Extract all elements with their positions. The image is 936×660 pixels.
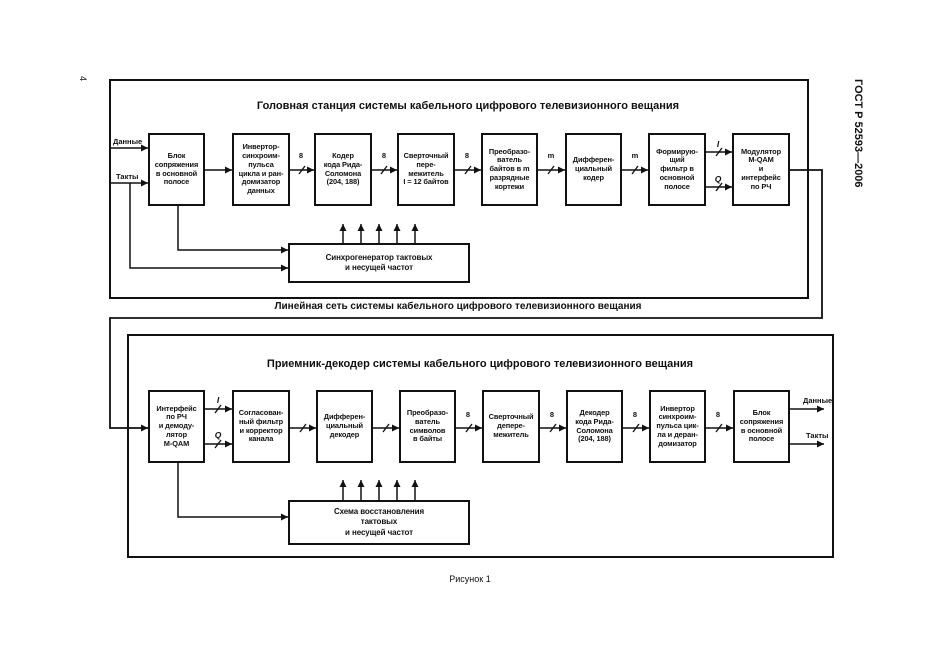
rx-clock-output-label: Такты xyxy=(806,431,829,440)
tx-block-label: Преобразо- ватель байтов в m разрядные к… xyxy=(488,146,531,191)
tx-bus-slash-6-7 xyxy=(631,165,639,175)
page-number: 4 xyxy=(78,76,88,82)
rx-bus-label: 8 xyxy=(549,410,555,419)
rx-block-rs-decoder: Декодер кода Рида- Соломона (204, 188) xyxy=(566,390,623,463)
tx-block-differential-encoder: Дифферен- циальный кодер xyxy=(565,133,622,206)
tx-block-rs-encoder: Кодер кода Рида- Соломона (204, 188) xyxy=(314,133,372,206)
rx-clock-carrier-recovery: Схема восстановления тактовых и несущей … xyxy=(288,500,470,545)
tx-block-qam-modulator: Модулятор M-QAM и интерфейс по РЧ xyxy=(732,133,790,206)
rx-demodulator-to-sync-connector xyxy=(177,463,288,521)
tx-block-baseband-interface: Блок сопряжения в основной полосе xyxy=(148,133,205,206)
tx-block-label: Модулятор M-QAM и интерфейс по РЧ xyxy=(740,146,782,191)
tx-sync-generator-label: Синхрогенератор тактовых и несущей часто… xyxy=(325,252,433,273)
rx-block-label: Согласован- ный фильтр и корректор канал… xyxy=(238,408,284,444)
rx-block-matched-filter-equalizer: Согласован- ный фильтр и корректор канал… xyxy=(232,390,290,463)
rx-bus-label: 8 xyxy=(632,410,638,419)
tx-bus-slash-2-3 xyxy=(298,165,306,175)
tx-block-baseband-shaping-filter: Формирую- щий фильтр в основной полосе xyxy=(648,133,706,206)
transmitter-title: Головная станция системы кабельного цифр… xyxy=(256,100,680,112)
tx-block-label: Кодер кода Рида- Соломона (204, 188) xyxy=(323,151,363,187)
rx-block-label: Сверточный депере- межитель xyxy=(488,412,534,439)
tx-block-byte-to-m-tuple-converter: Преобразо- ватель байтов в m разрядные к… xyxy=(481,133,538,206)
tx-sync-generator: Синхрогенератор тактовых и несущей часто… xyxy=(288,243,470,283)
rx-i-label: I xyxy=(216,395,220,405)
tx-bus-slash-4-5 xyxy=(464,165,472,175)
tx-bus-slash-q xyxy=(715,182,723,192)
rx-block-convolutional-deinterleaver: Сверточный депере- межитель xyxy=(482,390,540,463)
rx-bus-slash-7-8 xyxy=(715,423,723,433)
rx-block-label: Дифферен- циальный декодер xyxy=(323,412,366,439)
rx-block-label: Блок сопряжения в основной полосе xyxy=(739,408,784,444)
tx-block-label: Блок сопряжения в основной полосе xyxy=(154,151,199,187)
receiver-frame xyxy=(127,334,834,558)
standard-id: ГОСТ Р 52593—2006 xyxy=(852,79,864,188)
rx-bus-slash-q xyxy=(214,439,222,449)
tx-data-input-label: Данные xyxy=(113,137,143,146)
rx-bus-slash-4-5 xyxy=(465,423,473,433)
rx-clock-carrier-recovery-label: Схема восстановления тактовых и несущей … xyxy=(333,506,425,537)
rx-bus-label: 8 xyxy=(715,410,721,419)
rx-block-label: Интерфейс по РЧ и демоду- лятор M-QAM xyxy=(156,403,197,448)
rx-block-sync-inverter-derandomizer: Инвертор синхроим- пульса цик- ла и дера… xyxy=(649,390,706,463)
tx-block-label: Инвертор- синхроим- пульса цикла и ран- … xyxy=(238,142,284,195)
rx-block-label: Преобразо- ватель символов в байты xyxy=(406,408,449,444)
receiver-title: Приемник-декодер системы кабельного цифр… xyxy=(266,358,694,370)
rx-bus-slash-3-4 xyxy=(382,423,390,433)
tx-i-label: I xyxy=(716,139,720,149)
tx-clock-input-label: Такты xyxy=(116,172,139,181)
rx-bus-slash-2-3 xyxy=(299,423,307,433)
tx-bus-slash-i xyxy=(715,147,723,157)
tx-block-convolutional-interleaver: Сверточный пере- межитель I = 12 байтов xyxy=(397,133,455,206)
transmitter-frame xyxy=(109,79,809,299)
tx-bus-label: m xyxy=(547,151,555,160)
cable-network-link xyxy=(109,169,823,432)
figure-caption: Рисунок 1 xyxy=(449,574,491,584)
tx-q-label: Q xyxy=(714,174,722,184)
tx-bus-slash-3-4 xyxy=(380,165,388,175)
tx-bus-label: 8 xyxy=(381,151,387,160)
tx-bus-label: m xyxy=(631,151,639,160)
rx-q-label: Q xyxy=(214,430,222,440)
rx-bus-slash-5-6 xyxy=(549,423,557,433)
tx-bus-label: 8 xyxy=(298,151,304,160)
tx-bus-label: 8 xyxy=(464,151,470,160)
rx-bus-slash-i xyxy=(214,404,222,414)
rx-block-qam-demodulator: Интерфейс по РЧ и демоду- лятор M-QAM xyxy=(148,390,205,463)
rx-block-symbol-to-byte-converter: Преобразо- ватель символов в байты xyxy=(399,390,456,463)
rx-data-output-label: Данные xyxy=(803,396,833,405)
tx-block-label: Сверточный пере- межитель I = 12 байтов xyxy=(403,151,449,187)
tx-bus-slash-5-6 xyxy=(547,165,555,175)
rx-block-baseband-interface: Блок сопряжения в основной полосе xyxy=(733,390,790,463)
cable-network-label: Линейная сеть системы кабельного цифрово… xyxy=(274,301,642,312)
tx-interface-to-sync-connector xyxy=(177,206,288,254)
tx-block-label: Формирую- щий фильтр в основной полосе xyxy=(656,146,698,191)
rx-block-differential-decoder: Дифферен- циальный декодер xyxy=(316,390,373,463)
tx-block-label: Дифферен- циальный кодер xyxy=(572,155,615,182)
rx-block-label: Инвертор синхроим- пульса цик- ла и дера… xyxy=(656,403,699,448)
tx-clock-to-sync-connector xyxy=(129,183,288,272)
rx-bus-label: 8 xyxy=(465,410,471,419)
tx-block-sync-inverter-randomizer: Инвертор- синхроим- пульса цикла и ран- … xyxy=(232,133,290,206)
rx-bus-slash-6-7 xyxy=(632,423,640,433)
rx-block-label: Декодер кода Рида- Соломона (204, 188) xyxy=(575,408,614,444)
